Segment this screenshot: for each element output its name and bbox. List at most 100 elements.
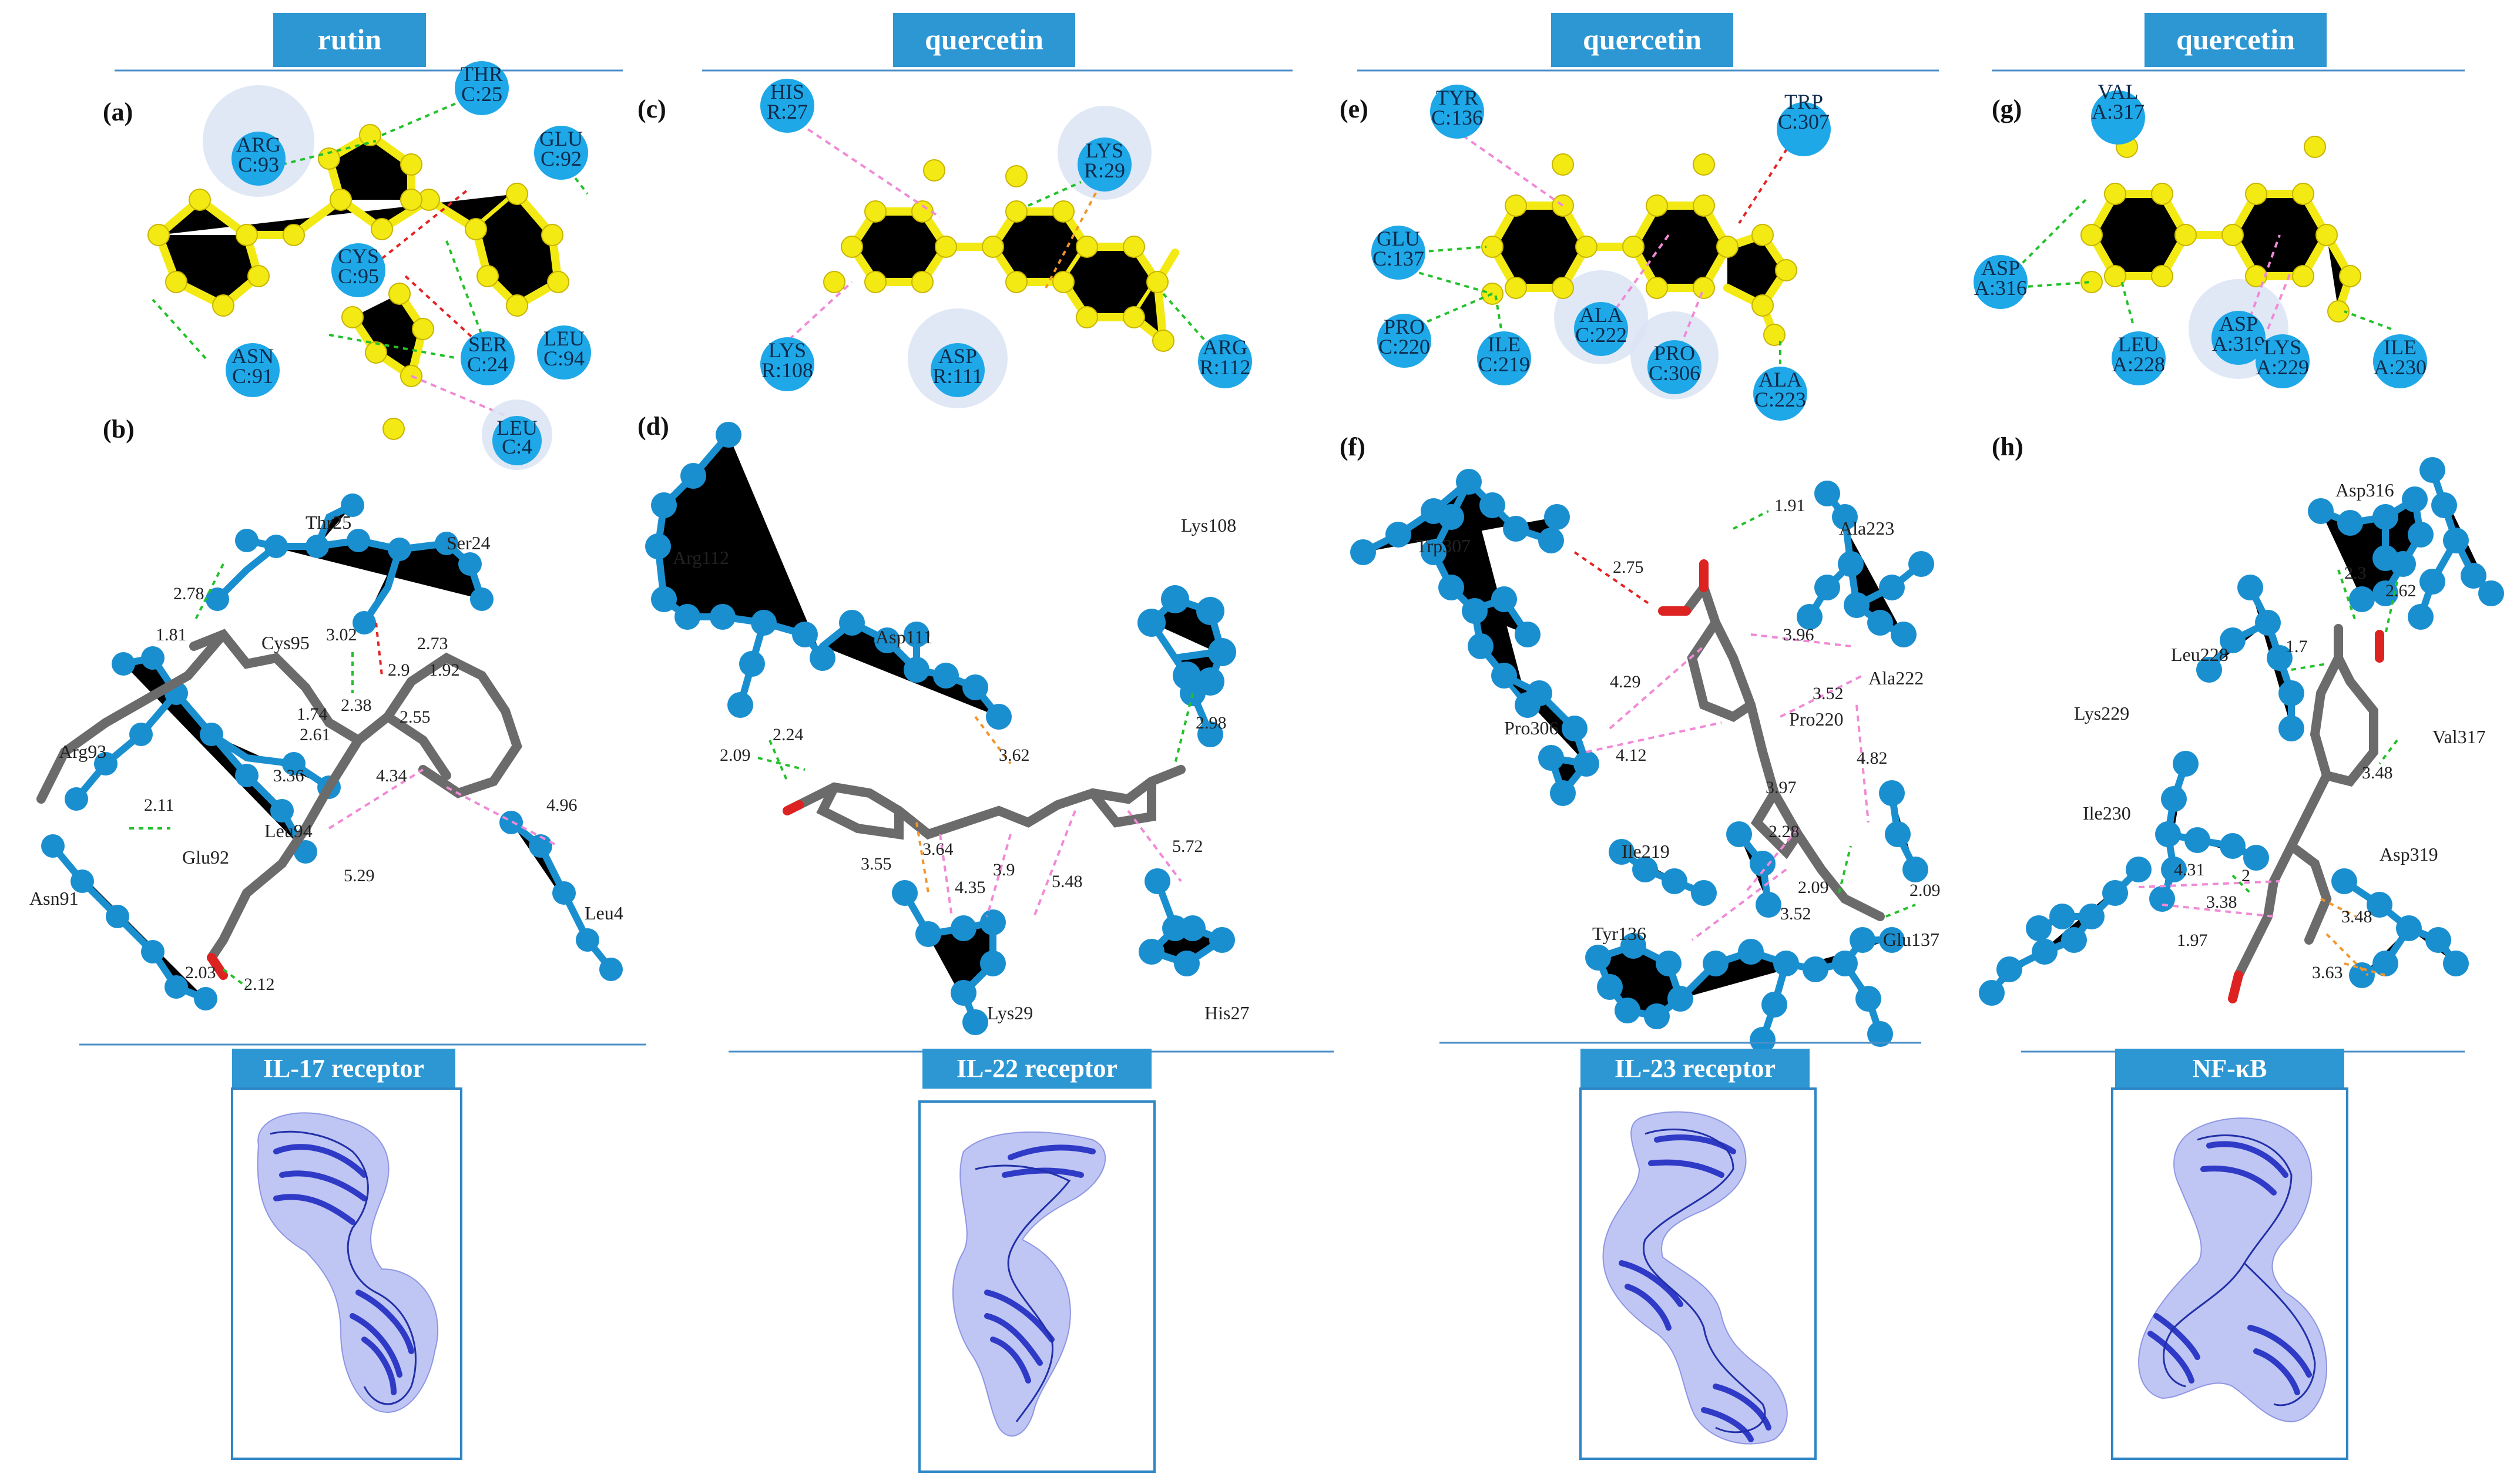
svg-text:LYS: LYS	[2264, 335, 2301, 359]
svg-text:5.48: 5.48	[1052, 872, 1083, 891]
svg-text:A:317: A:317	[2092, 100, 2145, 123]
protein-title: NF-κB	[2192, 1054, 2267, 1083]
svg-text:3.48: 3.48	[2341, 907, 2372, 926]
svg-text:Ala222: Ala222	[1868, 667, 1924, 689]
svg-text:SER: SER	[468, 333, 507, 356]
unfavorable-bond	[404, 275, 477, 342]
svg-text:LEU: LEU	[496, 416, 538, 439]
h-bond	[381, 99, 465, 136]
protein-panel-4: NF-κB	[2111, 1049, 2348, 1460]
ligand-3d	[783, 765, 1186, 840]
protein-ribbon	[1619, 1134, 1771, 1442]
protein-residue-sticks	[49, 502, 615, 1002]
column-header-1: rutin	[115, 13, 623, 72]
protein-surface	[2139, 1118, 2327, 1422]
svg-text:C:94: C:94	[543, 347, 585, 370]
svg-text:Leu228: Leu228	[2171, 644, 2229, 665]
ligand-bond	[348, 290, 428, 383]
ligand-3d	[2228, 624, 2384, 1003]
svg-text:2.75: 2.75	[1613, 558, 1644, 577]
svg-text:C:92: C:92	[541, 147, 582, 170]
svg-text:ALA: ALA	[1579, 303, 1623, 327]
svg-text:3.63: 3.63	[2312, 963, 2343, 982]
unfavorable-bond	[381, 187, 471, 260]
svg-text:ASP: ASP	[938, 344, 977, 368]
column-title: quercetin	[1583, 23, 1702, 56]
protein-frame	[918, 1100, 1156, 1473]
svg-text:Arg112: Arg112	[673, 547, 729, 568]
title-box	[2145, 13, 2327, 67]
protein-surface	[257, 1113, 438, 1412]
protein-panel-2: IL-22 receptor	[918, 1049, 1156, 1473]
protein-panel-3: IL-23 receptor	[1579, 1049, 1817, 1460]
svg-text:PRO: PRO	[1384, 315, 1425, 338]
svg-text:ASP: ASP	[2219, 312, 2258, 335]
svg-text:C:306: C:306	[1649, 361, 1700, 385]
svg-text:Arg93: Arg93	[59, 741, 106, 762]
svg-text:C:91: C:91	[232, 364, 273, 388]
column-title: rutin	[318, 23, 382, 56]
protein-atoms	[41, 493, 623, 1010]
title-box	[273, 13, 426, 67]
svg-text:C:220: C:220	[1378, 335, 1430, 358]
protein-surface	[952, 1132, 1106, 1436]
distance-labels: 1.912.75 3.964.29 3.524.12 4.823.97 2.28…	[1610, 496, 1941, 924]
svg-text:4.31: 4.31	[2174, 860, 2205, 879]
protein-ribbon	[2147, 1141, 2312, 1395]
svg-text:Lys229: Lys229	[2074, 703, 2129, 724]
column-title: quercetin	[2176, 23, 2295, 56]
title-box	[893, 13, 1075, 67]
protein-atoms	[1350, 469, 1934, 1053]
svg-text:1.97: 1.97	[2177, 931, 2208, 950]
svg-text:2.62: 2.62	[2385, 581, 2417, 600]
h-bond	[328, 334, 459, 360]
svg-text:Tyr136: Tyr136	[1592, 923, 1646, 944]
svg-text:His27: His27	[1204, 1002, 1249, 1023]
svg-text:R:108: R:108	[761, 358, 813, 382]
svg-text:3.52: 3.52	[1780, 904, 1811, 924]
ligand-3d	[1658, 559, 1885, 921]
protein-frame	[231, 1087, 462, 1460]
svg-text:2.09: 2.09	[720, 746, 751, 765]
svg-text:Ser24: Ser24	[447, 532, 491, 553]
panel-label-f: (f)	[1340, 432, 1365, 461]
svg-text:Pro220: Pro220	[1789, 709, 1843, 730]
ligand-atoms	[2080, 136, 2361, 323]
svg-text:Thr25: Thr25	[306, 512, 351, 533]
svg-text:CYS: CYS	[338, 244, 379, 268]
residue-chain: C:93	[238, 153, 279, 176]
ligand-atoms	[1481, 153, 1797, 346]
ligand-3d	[36, 629, 522, 980]
residue-name: ARG	[236, 133, 281, 156]
svg-text:C:25: C:25	[461, 82, 502, 106]
svg-text:Val317: Val317	[2432, 726, 2486, 747]
svg-text:LEU: LEU	[2118, 333, 2159, 356]
protein-surface	[1603, 1112, 1787, 1444]
svg-text:3.64: 3.64	[922, 840, 954, 859]
column-title: quercetin	[925, 23, 1043, 56]
column-header-3: quercetin	[1357, 13, 1939, 72]
svg-text:1.92: 1.92	[429, 660, 460, 680]
protein-frame	[1579, 1087, 1817, 1460]
residue-labels: Thr25 Ser24 Cys95 Arg93 Leu94 Glu92 Asn9…	[29, 512, 623, 924]
svg-text:1.74: 1.74	[297, 704, 328, 724]
protein-title: IL-23 receptor	[1615, 1054, 1776, 1083]
svg-text:2.55: 2.55	[400, 707, 431, 727]
svg-text:A:228: A:228	[2112, 352, 2165, 376]
svg-text:Cys95: Cys95	[261, 632, 310, 653]
